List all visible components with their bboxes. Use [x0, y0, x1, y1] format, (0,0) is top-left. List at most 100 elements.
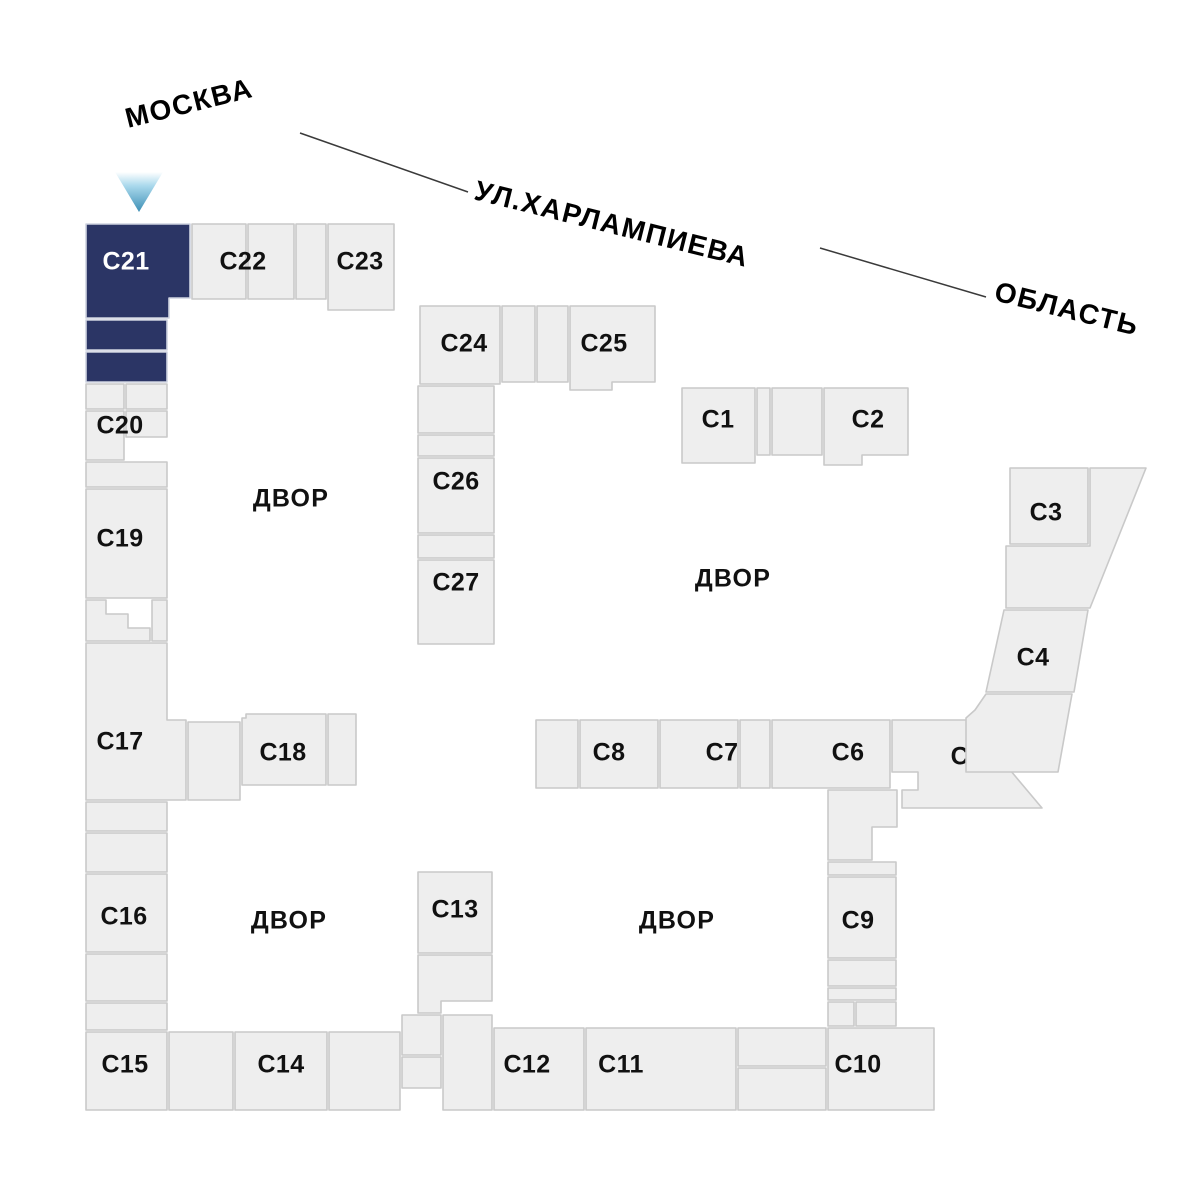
plot-c22[interactable]: C22 [191, 223, 327, 300]
plot-c27-segment-1[interactable] [417, 534, 495, 559]
plot-c9-segment-3[interactable] [827, 876, 897, 959]
plot-c15-segment-2[interactable] [168, 1031, 234, 1111]
plot-c4-segment-2[interactable] [965, 693, 1073, 773]
plot-c21-segment-3[interactable] [85, 351, 168, 383]
plot-c6-segment-1[interactable] [771, 719, 891, 789]
plot-c8-segment-1[interactable] [535, 719, 579, 789]
plot-c9[interactable]: C9 [827, 789, 898, 1027]
plot-c16[interactable]: C16 [85, 801, 168, 1031]
plot-c2-segment-2[interactable] [823, 387, 909, 466]
plot-c9-segment-7[interactable] [855, 1001, 897, 1027]
plot-c16-segment-1[interactable] [85, 801, 168, 832]
plot-c10-segment-2[interactable] [737, 1067, 827, 1111]
plot-c4[interactable]: C4 [965, 609, 1089, 773]
plot-c26-segment-2[interactable] [417, 434, 495, 457]
plot-c11[interactable]: C11 [585, 1027, 737, 1111]
plot-c18-segment-2[interactable] [241, 713, 327, 786]
plot-c20-segment-5[interactable] [85, 461, 168, 488]
plot-c9-segment-4[interactable] [827, 959, 897, 987]
plot-c27[interactable]: C27 [417, 534, 495, 645]
plot-c13-segment-3[interactable] [401, 1014, 442, 1056]
plot-c19-segment-2[interactable] [85, 599, 151, 642]
plot-c15[interactable]: C15 [85, 1031, 234, 1111]
plot-c14-segment-2[interactable] [328, 1031, 401, 1111]
plot-c20-segment-1[interactable] [85, 383, 125, 410]
plot-c24-segment-1[interactable] [419, 305, 501, 385]
plot-c25-segment-2[interactable] [569, 305, 656, 391]
plot-c13-segment-5[interactable] [442, 1014, 493, 1111]
plot-c9-segment-5[interactable] [827, 987, 897, 1001]
plot-c20-segment-3[interactable] [85, 410, 125, 461]
plot-c7-segment-2[interactable] [739, 719, 771, 789]
plot-label-c27: C27 [432, 569, 479, 597]
plot-c4-segment-1[interactable] [985, 609, 1089, 693]
plot-c8[interactable]: C8 [535, 719, 659, 789]
plot-c10-segment-3[interactable] [827, 1027, 935, 1111]
plot-c19-segment-1[interactable] [85, 488, 168, 599]
plot-c16-segment-2[interactable] [85, 832, 168, 873]
plot-c22-segment-1[interactable] [191, 223, 247, 300]
plot-c21-segment-1[interactable] [85, 223, 191, 319]
plot-c14-segment-1[interactable] [234, 1031, 328, 1111]
plot-c27-segment-2[interactable] [417, 559, 495, 645]
plot-c10-segment-1[interactable] [737, 1027, 827, 1067]
plot-c26-segment-1[interactable] [417, 385, 495, 434]
plot-c20-segment-2[interactable] [125, 383, 168, 410]
plot-c25-segment-1[interactable] [536, 305, 569, 383]
plot-c2[interactable]: C2 [771, 387, 909, 466]
plot-c17-segment-1[interactable] [85, 642, 187, 801]
plot-c9-segment-2[interactable] [827, 861, 897, 876]
plot-c21[interactable]: C21 [85, 223, 191, 383]
plot-c22-segment-3[interactable] [295, 223, 327, 300]
plot-c22-segment-2[interactable] [247, 223, 295, 300]
plot-c13-segment-4[interactable] [401, 1056, 442, 1089]
plot-c18-segment-1[interactable] [187, 721, 241, 801]
plot-c10[interactable]: C10 [737, 1027, 935, 1111]
plot-c23-segment-1[interactable] [327, 223, 395, 311]
plot-c3-segment-2[interactable] [1005, 467, 1147, 609]
plot-c24-segment-2[interactable] [501, 305, 536, 383]
plot-c12[interactable]: C12 [493, 1027, 585, 1111]
plot-c13-segment-2[interactable] [417, 954, 493, 1014]
plot-c15-segment-1[interactable] [85, 1031, 168, 1111]
plot-c11-segment-1[interactable] [585, 1027, 737, 1111]
plot-c20[interactable]: C20 [85, 383, 168, 488]
plot-c25[interactable]: C25 [536, 305, 656, 391]
plot-label-c9: C9 [842, 907, 875, 935]
plot-c16-segment-5[interactable] [85, 1002, 168, 1031]
plot-c8-segment-2[interactable] [579, 719, 659, 789]
plot-c18[interactable]: C18 [187, 713, 357, 801]
plot-c18-segment-3[interactable] [327, 713, 357, 786]
plot-c14[interactable]: C14 [234, 1031, 401, 1111]
plot-label-c25: C25 [580, 330, 627, 358]
plot-c12-segment-1[interactable] [493, 1027, 585, 1111]
plot-c17[interactable]: C17 [85, 642, 187, 801]
plot-c13[interactable]: C13 [401, 871, 493, 1111]
plot-c1-segment-2[interactable] [756, 387, 771, 456]
plot-c1-segment-1[interactable] [681, 387, 756, 464]
plot-c19-segment-3[interactable] [151, 599, 168, 642]
plot-c2-segment-1[interactable] [771, 387, 823, 456]
plot-c3-segment-1[interactable] [1009, 467, 1089, 545]
plot-c13-segment-1[interactable] [417, 871, 493, 954]
plot-c20-segment-4[interactable] [125, 410, 168, 438]
plot-c21-segment-2[interactable] [85, 319, 168, 351]
plot-c19[interactable]: C19 [85, 488, 168, 642]
plot-c6[interactable]: C6 [771, 719, 891, 789]
plot-c16-segment-3[interactable] [85, 873, 168, 953]
plot-c7[interactable]: C7 [659, 719, 771, 789]
plot-c9-segment-1[interactable] [827, 789, 898, 861]
plot-c26[interactable]: C26 [417, 385, 495, 534]
plot-c16-segment-4[interactable] [85, 953, 168, 1002]
plot-c9-segment-6[interactable] [827, 1001, 855, 1027]
plot-c7-segment-1[interactable] [659, 719, 739, 789]
plot-c23[interactable]: C23 [327, 223, 395, 311]
plot-c26-segment-3[interactable] [417, 457, 495, 534]
plot-c3[interactable]: C3 [1005, 467, 1147, 609]
plot-c1[interactable]: C1 [681, 387, 771, 464]
plot-c24[interactable]: C24 [419, 305, 536, 385]
plot-label-c17: C17 [96, 728, 143, 756]
